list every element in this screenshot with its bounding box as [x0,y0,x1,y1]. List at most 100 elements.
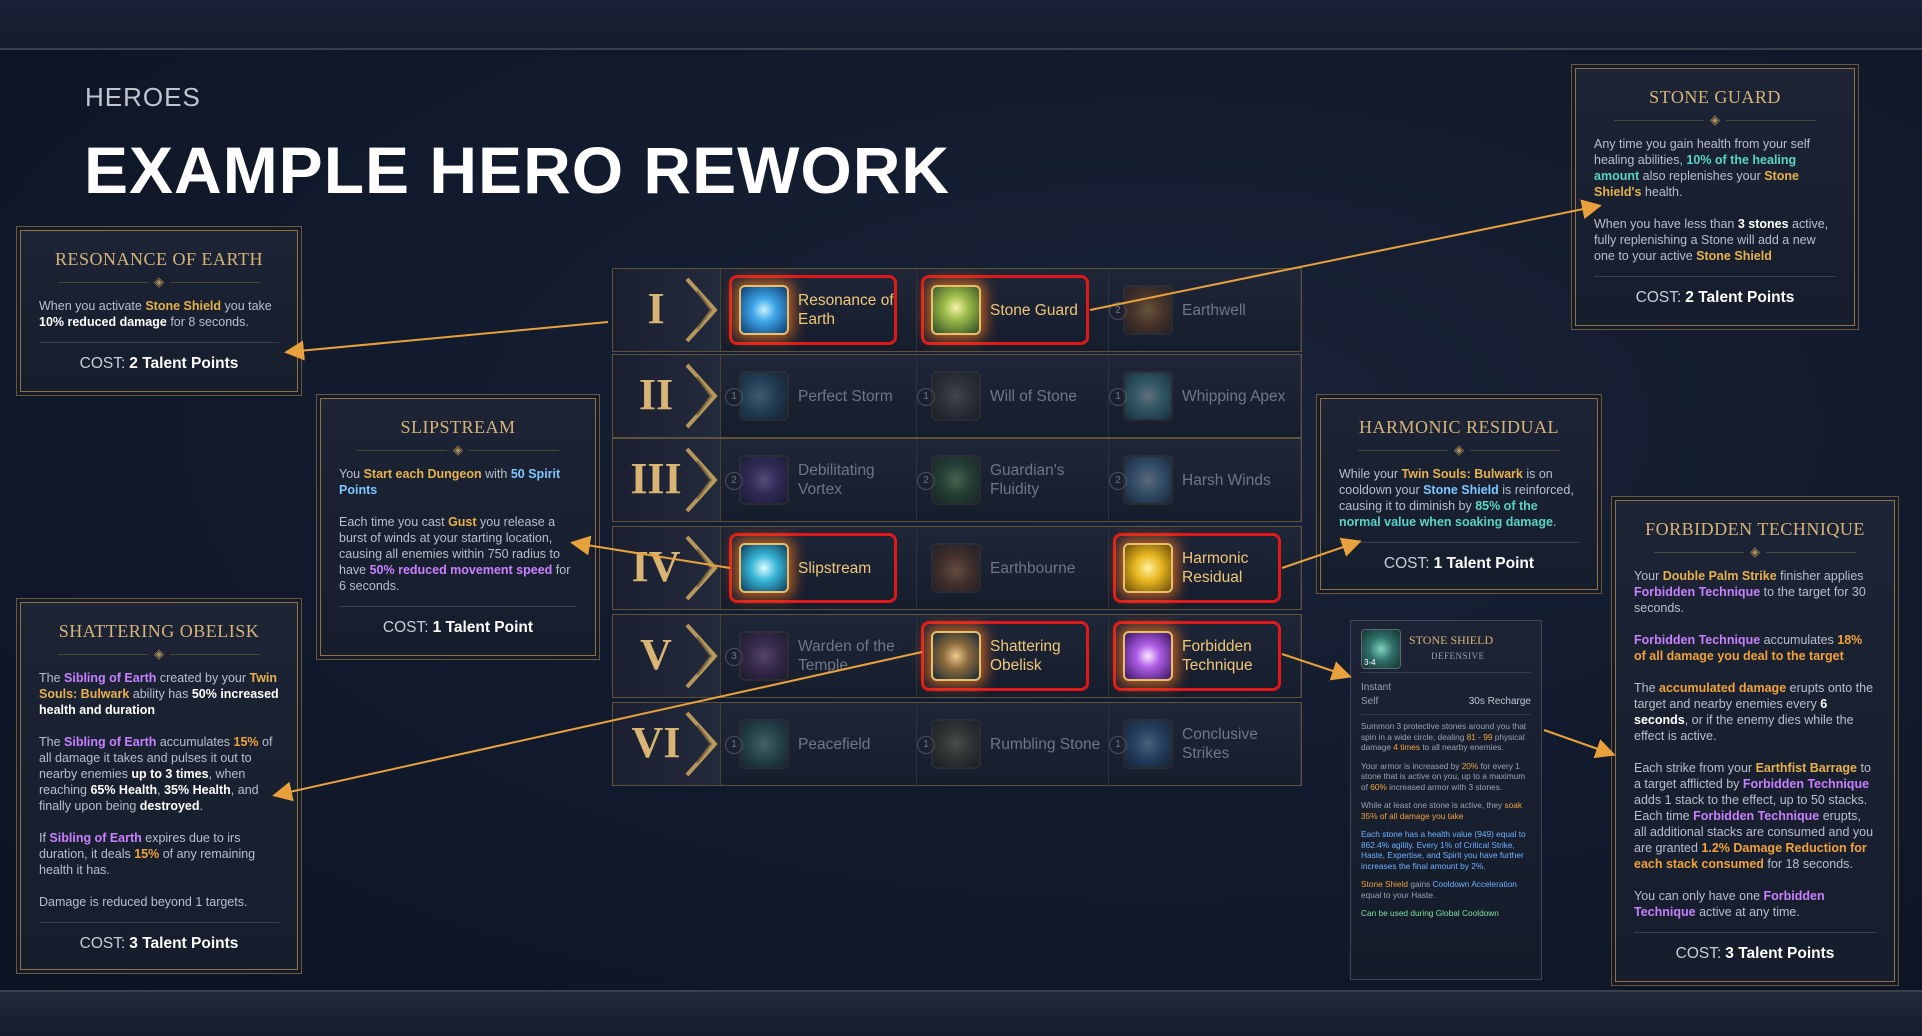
talent-cost: COST:1 Talent Point [1339,542,1579,573]
selection-frame [1113,621,1281,691]
selection-frame [921,275,1089,345]
tooltip-stone-guard: STONE GUARD ◈ Any time you gain health f… [1575,68,1855,326]
panel-title: STONE GUARD [1649,87,1781,107]
ornament-icon: ◈ [339,442,577,458]
talent-label: Shattering Obelisk [990,638,1061,674]
swirl-water-icon [739,285,789,335]
tier-numeral-text: III [630,454,682,503]
tier-numeral-text: II [638,370,674,419]
panel-description: Any time you gain health from your self … [1594,137,1829,263]
chevron-right-icon [685,623,718,689]
spiral-gold-icon [1123,543,1173,593]
talent-node-harmonic-residual[interactable]: Harmonic Residual [1109,527,1301,609]
panel-title: FORBIDDEN TECHNIQUE [1645,519,1865,539]
talent-label: Perfect Storm [798,387,893,405]
selection-frame [921,621,1089,691]
lock-badge: 2 [917,472,935,490]
talent-label: Slipstream [798,559,872,577]
slipstream-icon [739,543,789,593]
ability-card-stone-shield: 3-4 STONE SHIELD DEFENSIVE Instant Self … [1350,620,1542,980]
talent-node-whipping-apex[interactable]: 1 Whipping Apex [1109,355,1301,437]
tier-numeral-text: I [647,284,665,333]
ability-name: STONE SHIELD [1409,633,1494,647]
tier-numeral-text: V [640,630,672,679]
leaf-rune-icon [931,455,981,505]
target-type: Self [1361,696,1379,707]
chevron-right-icon [685,363,718,429]
talent-node-stone-guard[interactable]: Stone Guard [917,269,1109,351]
ability-meta: Instant Self 30s Recharge [1361,681,1531,715]
selection-frame [729,533,897,603]
talent-cost: COST:2 Talent Points [1594,276,1836,307]
panel-description: When you activate Stone Shield you take … [39,299,272,329]
selection-frame [729,275,897,345]
talent-label: Debilitating Vortex [798,462,875,498]
vortex-icon [739,455,789,505]
talent-node-slipstream[interactable]: Slipstream [725,527,917,609]
talent-row: IV Slipstream Earthbourne Harmonic Residual [612,526,1302,610]
warden-icon [739,631,789,681]
tier-numeral: III [613,439,721,521]
talent-label: Conclusive Strikes [1182,726,1258,762]
tooltip-forbidden-technique: FORBIDDEN TECHNIQUE ◈ Your Double Palm S… [1615,500,1895,982]
panel-title: RESONANCE OF EARTH [55,249,263,269]
panel-title: HARMONIC RESIDUAL [1358,417,1559,437]
ornament-icon: ◈ [39,274,279,290]
tooltip-slipstream: SLIPSTREAM ◈ You Start each Dungeon with… [320,398,596,656]
obelisk-icon [931,631,981,681]
talent-node-forbidden-technique[interactable]: Forbidden Technique [1109,615,1301,697]
talent-label: Stone Guard [990,301,1078,319]
stone-fist-icon [931,371,981,421]
panel-title: SHATTERING OBELISK [58,621,260,641]
tier-numeral: II [613,355,721,437]
chevron-right-icon [685,535,718,601]
talent-node-earthbourne[interactable]: Earthbourne [917,527,1109,609]
talent-label: Will of Stone [990,387,1078,405]
talent-node-shattering-obelisk[interactable]: Shattering Obelisk [917,615,1109,697]
ornament-icon: ◈ [39,646,279,662]
bottom-band [0,990,1922,1036]
talent-node-resonance-of-earth[interactable]: Resonance of Earth [725,269,917,351]
stone-shield-icon: 3-4 [1361,629,1401,669]
tooltip-shattering-obelisk: SHATTERING OBELISK ◈ The Sibling of Eart… [20,602,298,970]
chevron-right-icon [685,711,718,777]
talent-node-debilitating-vortex[interactable]: 2 Debilitating Vortex [725,439,917,521]
talent-cost: COST:3 Talent Points [1634,932,1876,963]
talent-node-conclusive-strikes[interactable]: 1 Conclusive Strikes [1109,703,1301,785]
page-title: EXAMPLE HERO REWORK [84,133,951,207]
talent-cost: COST:2 Talent Points [39,342,279,373]
talent-label: Peacefield [798,735,871,753]
talent-label: Harsh Winds [1182,471,1271,489]
chevron-right-icon [685,277,718,343]
talent-label: Harmonic Residual [1182,550,1249,586]
talent-label: Whipping Apex [1182,387,1286,405]
orb-earth-icon [1123,285,1173,335]
tier-numeral: IV [613,527,721,609]
ornament-icon: ◈ [1339,442,1579,458]
stack-badge: 3-4 [1364,658,1376,667]
lock-badge: 1 [1109,388,1127,406]
ability-description: Summon 3 protective stones around you th… [1361,721,1527,918]
talent-label: Earthwell [1182,301,1246,319]
wind-gust-icon [1123,455,1173,505]
storm-wave-icon [739,371,789,421]
lock-badge: 2 [725,472,743,490]
section-eyebrow: HEROES [85,82,201,112]
talent-label: Rumbling Stone [990,735,1101,753]
forbidden-burst-icon [1123,631,1173,681]
talent-cost: COST:1 Talent Point [339,606,577,637]
lock-badge: 1 [1109,736,1127,754]
panel-description: The Sibling of Earth created by your Twi… [39,671,279,909]
